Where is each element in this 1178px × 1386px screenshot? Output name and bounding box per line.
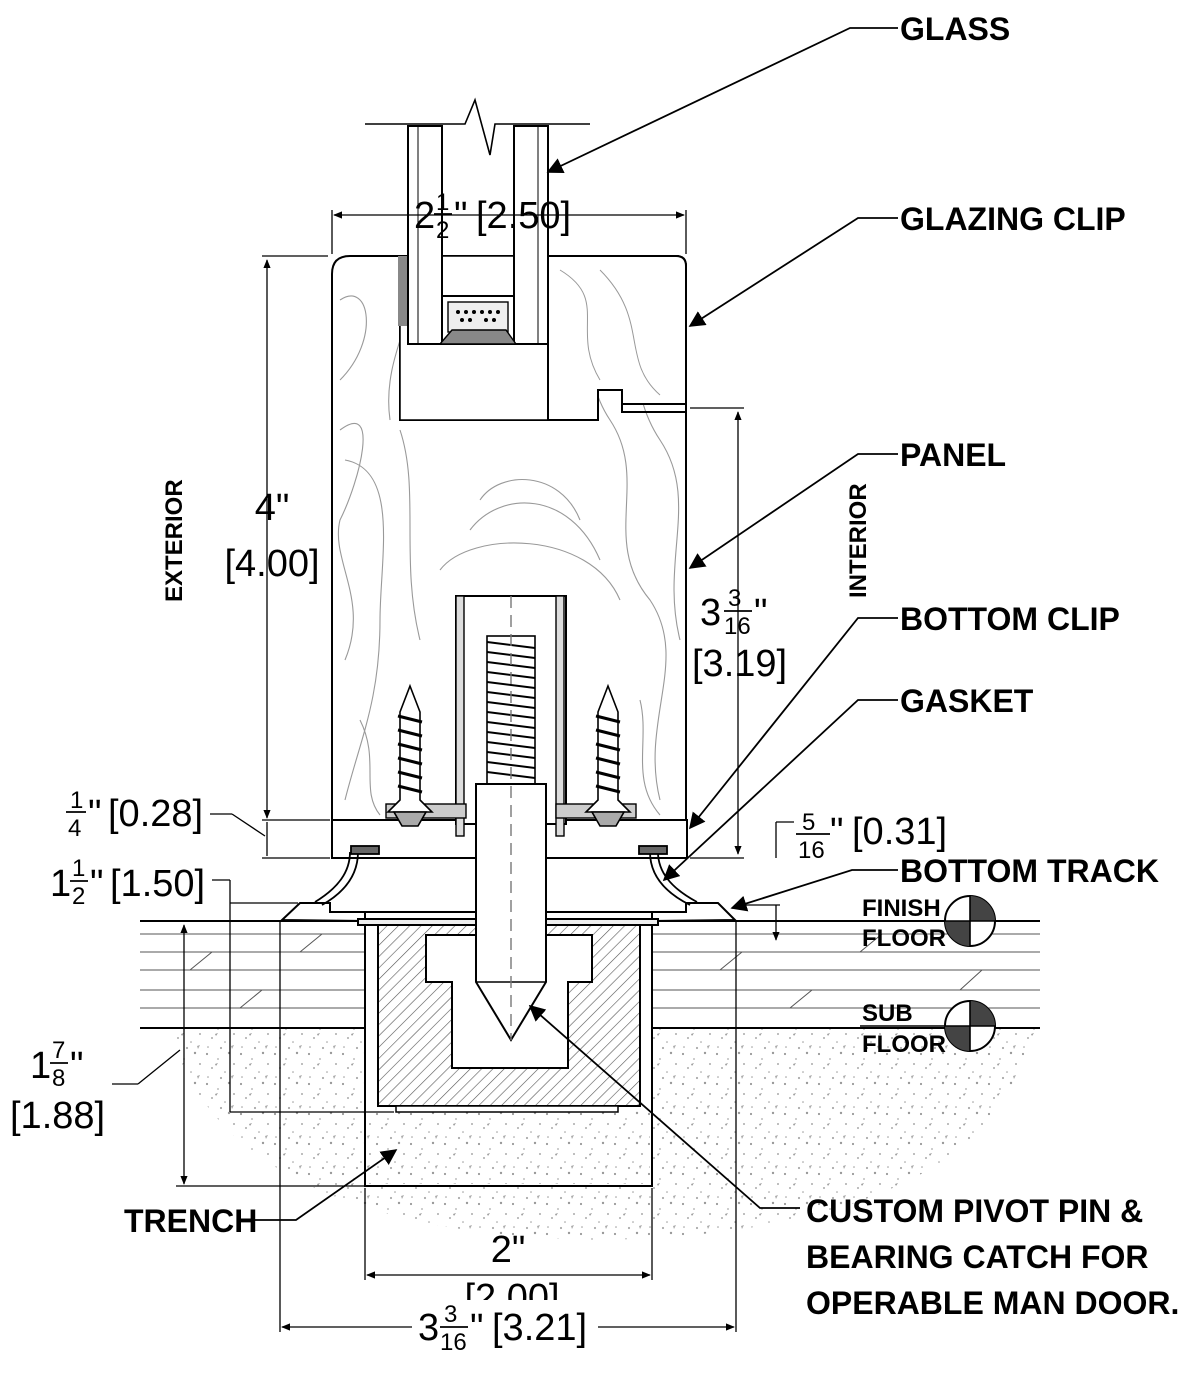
finish-floor-marker: FINISH FLOOR bbox=[860, 895, 996, 952]
glazing-clip-label: GLAZING CLIP bbox=[900, 201, 1126, 237]
svg-text:[1.50]: [1.50] bbox=[110, 863, 205, 905]
svg-text:2: 2 bbox=[436, 217, 449, 244]
svg-text:": " bbox=[754, 592, 768, 634]
interior-label: INTERIOR bbox=[845, 483, 872, 598]
dim-height-bracket: [4.00] bbox=[224, 543, 319, 585]
sub-floor-label-bottom: FLOOR bbox=[862, 1031, 946, 1058]
svg-text:": " bbox=[454, 195, 468, 237]
svg-text:1: 1 bbox=[72, 855, 85, 882]
svg-text:[2.50]: [2.50] bbox=[476, 195, 571, 237]
svg-text:[3.21]: [3.21] bbox=[492, 1307, 587, 1349]
pivot-pin bbox=[385, 595, 637, 1042]
bottom-track-label: BOTTOM TRACK bbox=[900, 853, 1159, 889]
svg-text:8: 8 bbox=[52, 1065, 65, 1092]
glass bbox=[365, 97, 590, 345]
svg-text:3: 3 bbox=[728, 585, 741, 612]
floor-layers bbox=[140, 920, 1040, 1029]
svg-text:": " bbox=[830, 811, 844, 853]
svg-text:": " bbox=[470, 1307, 484, 1349]
panel-label: PANEL bbox=[900, 437, 1006, 473]
gasket-label: GASKET bbox=[900, 683, 1034, 719]
dim-trench-width-main: 2" bbox=[491, 1229, 526, 1271]
svg-text:3: 3 bbox=[444, 1301, 457, 1328]
dimension-labels: 2 1 2 " [2.50] 4" [4.00] 3 3 16 " [3.19]… bbox=[10, 189, 947, 1356]
sub-floor-label-top: SUB bbox=[862, 1000, 913, 1027]
svg-text:4: 4 bbox=[68, 815, 81, 842]
callout-leaders bbox=[250, 27, 898, 1221]
sub-floor-marker: SUB FLOOR bbox=[860, 1000, 996, 1058]
svg-text:": " bbox=[88, 793, 102, 835]
svg-text:[1.88]: [1.88] bbox=[10, 1095, 105, 1137]
dim-floor-depth: 1 7 8 " [1.88] bbox=[10, 1037, 105, 1137]
svg-text:5: 5 bbox=[802, 809, 815, 836]
bearing-catch bbox=[377, 920, 641, 1113]
dim-height-main: 4" bbox=[255, 487, 290, 529]
pivot-label-line-2: BEARING CATCH FOR bbox=[806, 1239, 1149, 1275]
pivot-label-line-1: CUSTOM PIVOT PIN & bbox=[806, 1193, 1143, 1229]
wood-screw bbox=[386, 683, 632, 827]
svg-text:3: 3 bbox=[700, 592, 721, 634]
pivot-label-line-3: OPERABLE MAN DOOR. bbox=[806, 1285, 1178, 1321]
svg-text:": " bbox=[90, 863, 104, 905]
svg-text:16: 16 bbox=[440, 1329, 467, 1356]
finish-floor-label-bottom: FLOOR bbox=[862, 925, 946, 952]
dim-clip-right: 5 16 " [0.31] bbox=[796, 809, 947, 864]
svg-text:1: 1 bbox=[30, 1045, 51, 1087]
svg-text:1: 1 bbox=[436, 189, 449, 216]
svg-text:[3.19]: [3.19] bbox=[692, 643, 787, 685]
trench-label: TRENCH bbox=[124, 1203, 257, 1239]
glass-label: GLASS bbox=[900, 11, 1010, 47]
svg-text:3: 3 bbox=[418, 1307, 439, 1349]
svg-text:16: 16 bbox=[798, 837, 825, 864]
svg-text:2: 2 bbox=[72, 883, 85, 910]
dim-top-width: 2 1 2 " [2.50] bbox=[414, 189, 571, 244]
svg-text:1: 1 bbox=[50, 863, 71, 905]
exterior-label: EXTERIOR bbox=[161, 479, 188, 602]
dim-clip-left: 1 4 " [0.28] bbox=[66, 787, 203, 842]
dim-bottom-width: 3 3 16 " [3.21] bbox=[412, 1300, 598, 1356]
svg-text:": " bbox=[70, 1045, 84, 1087]
svg-text:[0.28]: [0.28] bbox=[108, 793, 203, 835]
callout-labels: GLASS GLAZING CLIP PANEL BOTTOM CLIP GAS… bbox=[124, 11, 1178, 1321]
bottom-clip-label: BOTTOM CLIP bbox=[900, 601, 1120, 637]
svg-text:[0.31]: [0.31] bbox=[852, 811, 947, 853]
dim-right-height: 3 3 16 " [3.19] bbox=[692, 585, 787, 685]
svg-text:1: 1 bbox=[70, 787, 83, 814]
svg-text:16: 16 bbox=[724, 613, 751, 640]
finish-floor-label-top: FINISH bbox=[862, 895, 941, 922]
svg-text:2: 2 bbox=[414, 195, 435, 237]
svg-text:7: 7 bbox=[52, 1037, 65, 1064]
dim-track-height: 1 1 2 " [1.50] bbox=[50, 855, 205, 910]
